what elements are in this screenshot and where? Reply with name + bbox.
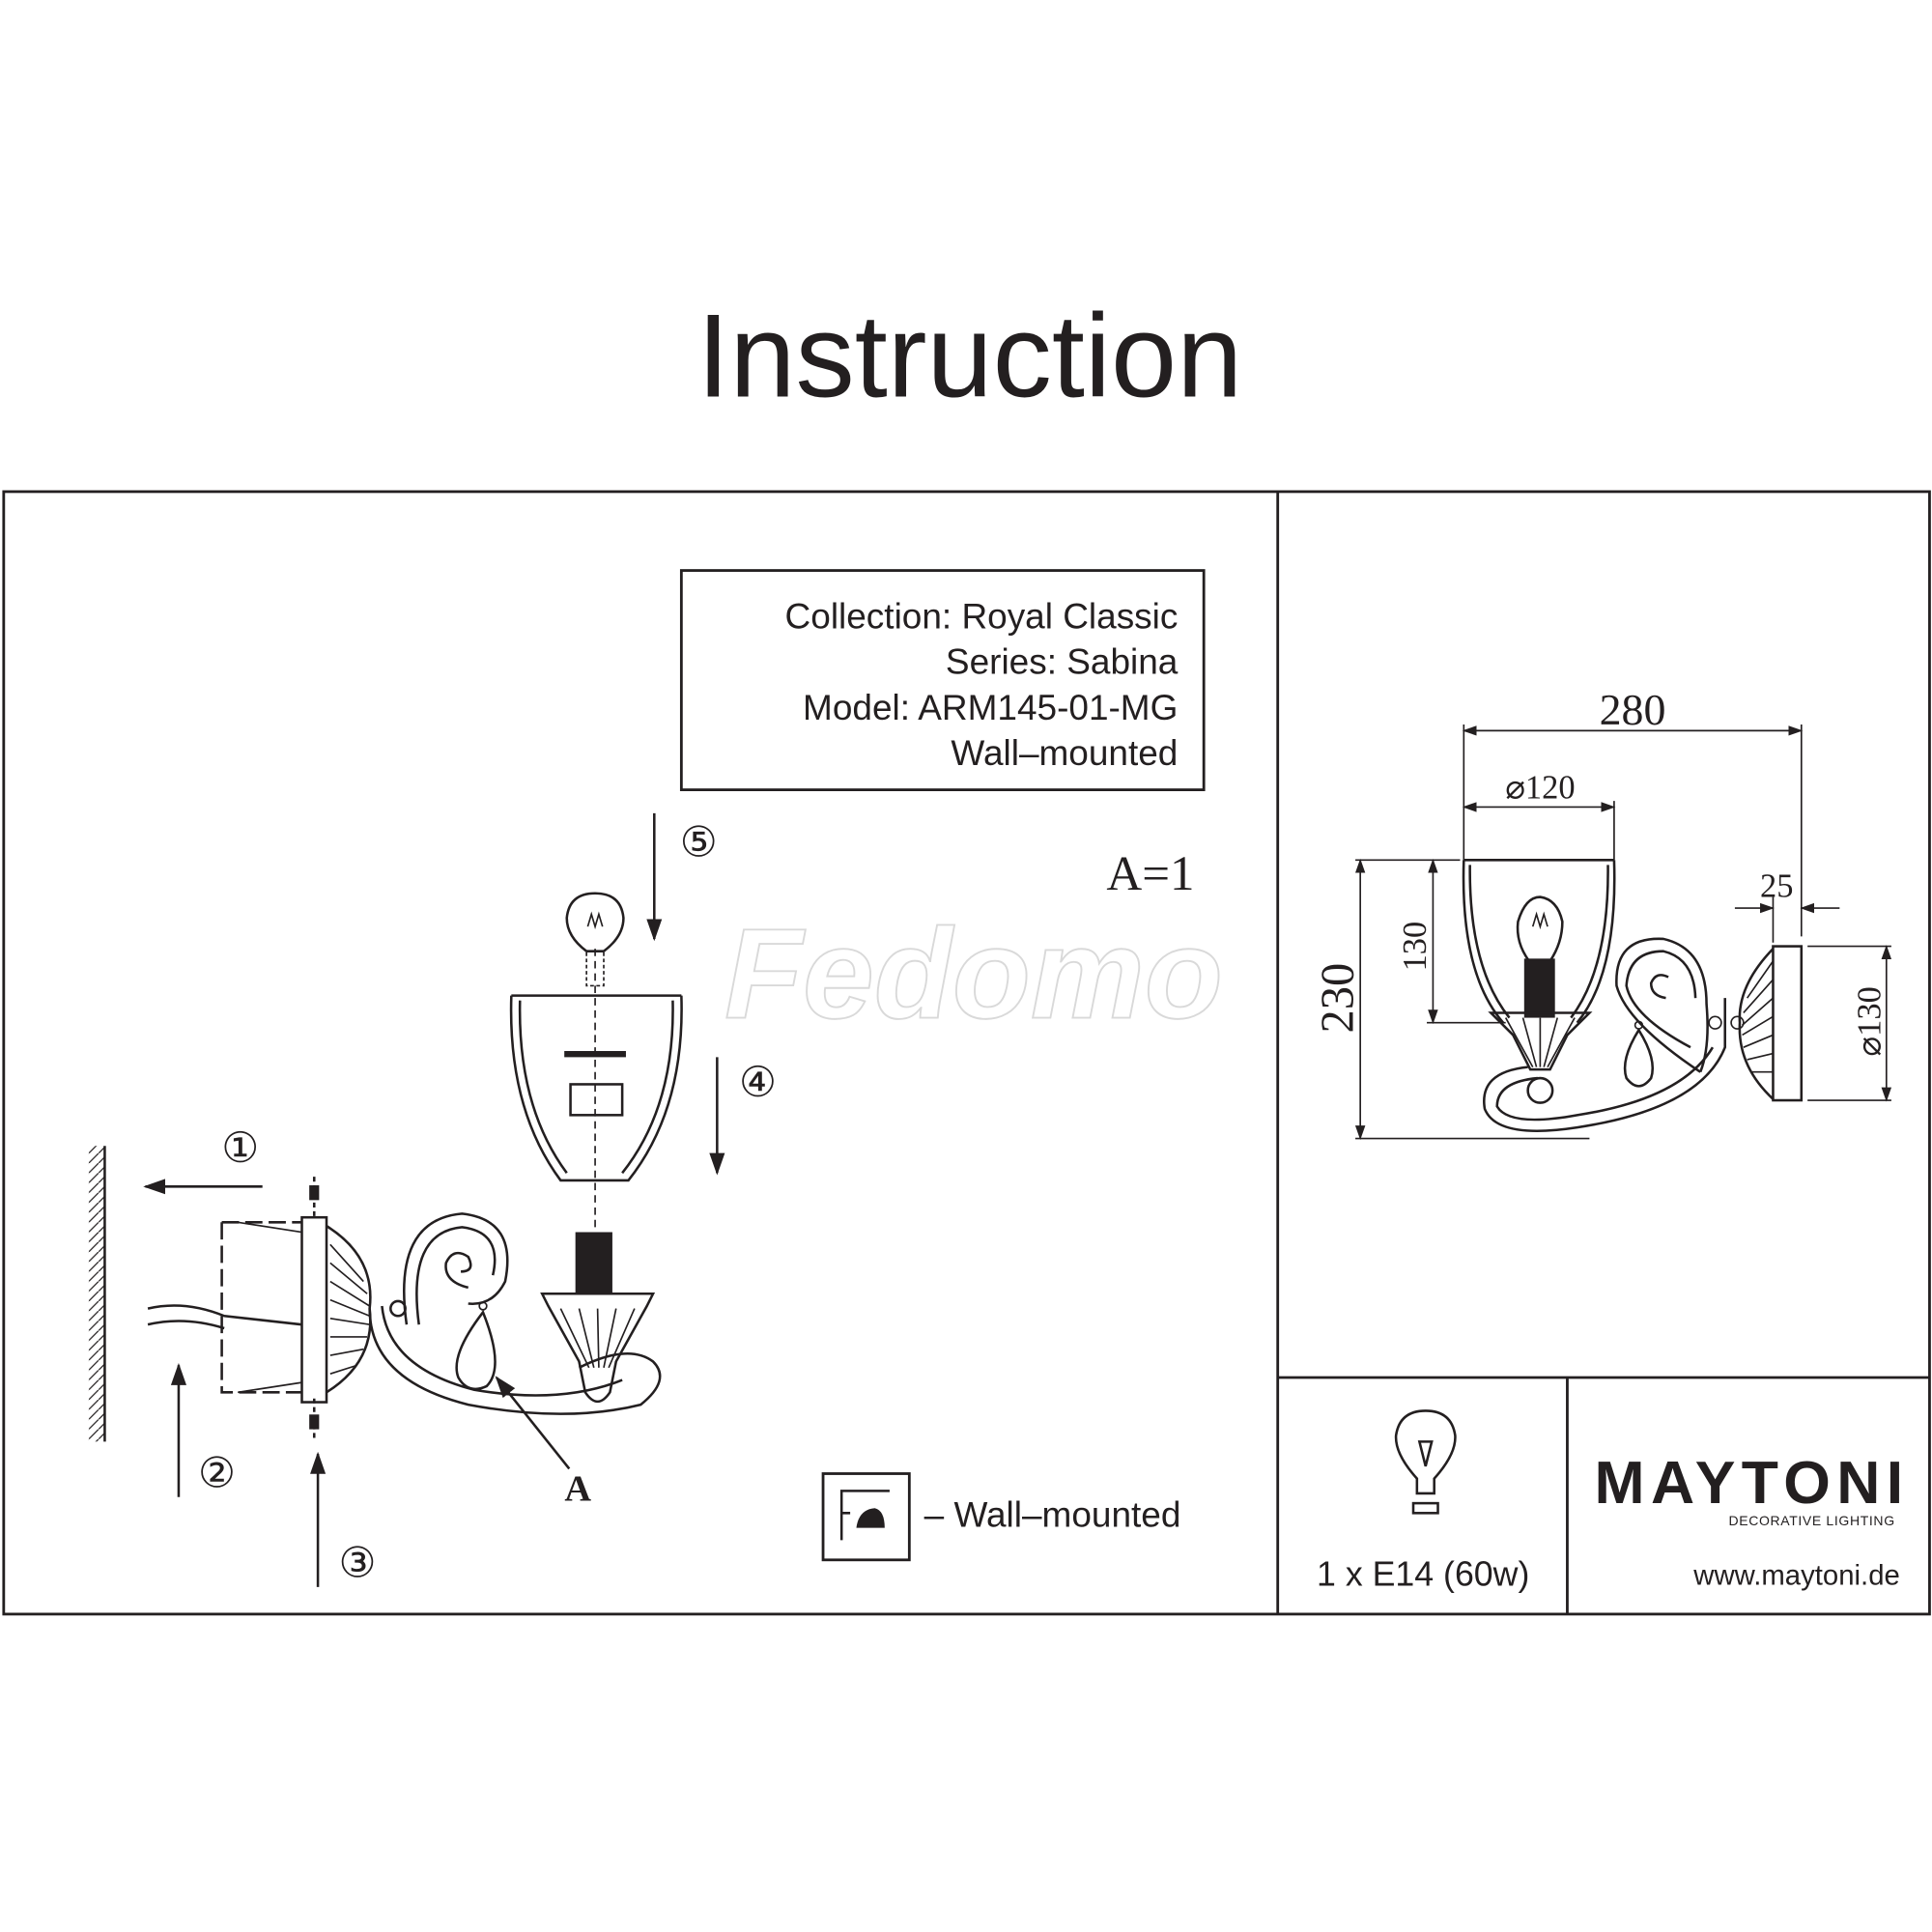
plate-profile	[1772, 945, 1804, 1102]
lamp-spec-cell: 1 x E14 (60w)	[1317, 1409, 1529, 1594]
sheet-frame	[2, 490, 1931, 1616]
part-a-pointer	[495, 1376, 571, 1470]
shade-diameter-dimension: ⌀120	[1505, 770, 1575, 807]
wall-hatch	[88, 1146, 105, 1442]
plate-diameter-dimension: ⌀130	[1851, 986, 1888, 1056]
candle-cup	[540, 1293, 656, 1404]
brand-tagline: DECORATIVE LIGHTING	[1728, 1513, 1894, 1528]
total-height-dimension: 230	[1313, 963, 1364, 1034]
series-label: Series: Sabina	[946, 642, 1179, 682]
brand-website: www.maytoni.de	[1692, 1559, 1900, 1591]
assembly-drawing: ① ② ③ ④ ⑤	[88, 812, 777, 1587]
brand-logo: MAYTONI	[1595, 1449, 1910, 1517]
part-a-label: A	[564, 1469, 591, 1510]
wall-mounted-text: – Wall–mounted	[924, 1494, 1181, 1534]
plate-depth-dimension: 25	[1760, 868, 1793, 905]
bulb-drawing	[565, 892, 625, 952]
step-5-label: ⑤	[680, 819, 718, 866]
model-label: Model: ARM145-01-MG	[803, 688, 1178, 727]
parts-legend: A=1	[1106, 847, 1194, 901]
step-4-label: ④	[739, 1060, 777, 1106]
page-title: Instruction	[696, 290, 1242, 422]
crystal-drop	[455, 1309, 497, 1391]
product-info-box: Collection: Royal Classic Series: Sabina…	[679, 569, 1206, 792]
brand-cell: MAYTONI DECORATIVE LIGHTING www.maytoni.…	[1595, 1449, 1910, 1591]
bulb-icon	[1394, 1409, 1457, 1515]
mount-type-label: Wall–mounted	[951, 733, 1178, 773]
width-dimension: 280	[1600, 685, 1666, 734]
wall-mount-icon	[821, 1472, 911, 1562]
collection-label: Collection: Royal Classic	[785, 597, 1179, 637]
lamp-spec-text: 1 x E14 (60w)	[1317, 1555, 1529, 1594]
watermark: Fedomo	[724, 903, 1223, 1046]
wall-plate	[300, 1215, 328, 1404]
dimension-drawing: 280 ⌀120 25 230 130 ⌀130	[1313, 685, 1892, 1141]
step-2-label: ②	[198, 1451, 236, 1497]
shade-height-dimension: 130	[1397, 922, 1434, 972]
wall-mounted-legend: – Wall–mounted	[821, 1472, 1181, 1562]
step-1-label: ①	[221, 1125, 259, 1172]
glass-shade	[509, 994, 683, 1182]
lamp-socket	[575, 1232, 612, 1294]
step-3-label: ③	[338, 1541, 376, 1587]
